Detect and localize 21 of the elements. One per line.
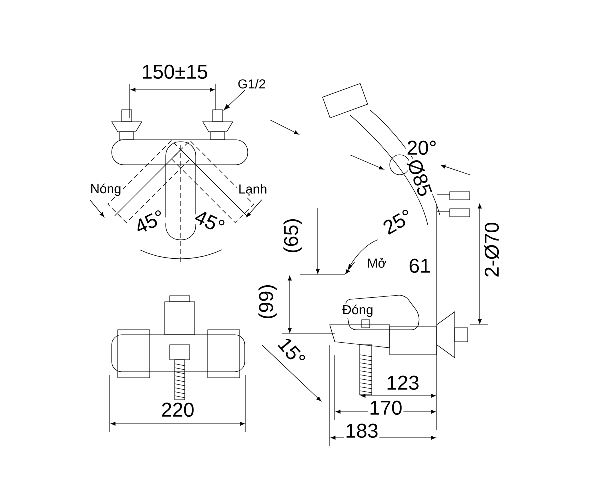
pipe-thread bbox=[212, 110, 224, 122]
angle-label: 45° bbox=[192, 208, 228, 236]
direction-label: Nóng bbox=[89, 182, 123, 198]
direction-label: Đóng bbox=[341, 304, 375, 318]
angle-label: 15° bbox=[275, 334, 309, 370]
direction-label: Mở bbox=[366, 257, 388, 269]
angle-label: 25° bbox=[380, 206, 416, 238]
dimension-text: 183 bbox=[344, 422, 380, 440]
thread-label: G1/2 bbox=[238, 79, 266, 89]
dimension-text: 150±15 bbox=[140, 64, 210, 80]
dimension-text: 123 bbox=[385, 374, 421, 392]
angle-label: 20° bbox=[406, 140, 438, 156]
dimension-text: 220 bbox=[160, 402, 196, 418]
dimension-text: (65) bbox=[282, 217, 304, 255]
leader-line bbox=[224, 90, 246, 110]
dimension-text: (99) bbox=[258, 283, 278, 321]
diameter-label: 2-Ø70 bbox=[484, 221, 500, 279]
dimension-text: 170 bbox=[368, 400, 404, 416]
angle-label: 45° bbox=[132, 208, 168, 236]
dimension-text: 61 bbox=[408, 258, 432, 274]
direction-label: Lạnh bbox=[238, 183, 268, 197]
